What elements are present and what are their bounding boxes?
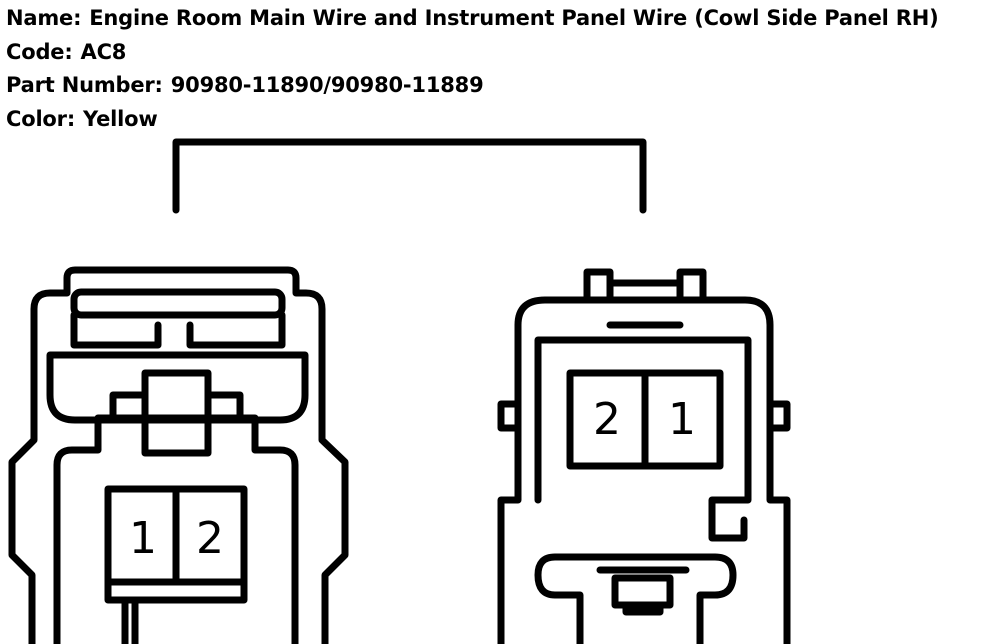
left-connector-lower-housing — [53, 414, 299, 644]
right-connector-right-ear — [766, 400, 791, 432]
code-value: AC8 — [80, 39, 127, 64]
color-value: Yellow — [83, 106, 158, 131]
right-pin-1: 1 — [668, 394, 696, 445]
left-connector-latch — [46, 351, 309, 424]
right-connector — [497, 268, 791, 644]
part-number-label: Part Number: — [6, 73, 163, 97]
right-connector-left-ear — [497, 400, 522, 432]
left-pin-1: 1 — [129, 513, 157, 564]
part-number-value: 90980-11890/90980-11889 — [170, 73, 484, 97]
name-row: Name: Engine Room Main Wire and Instrumen… — [6, 2, 939, 36]
part-number-row: Part Number: 90980-11890/90980-11889 — [6, 69, 939, 103]
left-connector-key-rail — [109, 391, 244, 422]
left-pin-2: 2 — [196, 513, 224, 564]
left-connector-cavity-bottom — [104, 578, 248, 644]
left-connector-body — [8, 266, 349, 644]
right-connector-top-tab-inner — [606, 279, 684, 329]
right-connector-inner-frame — [534, 336, 752, 542]
color-row: Color: Yellow — [6, 103, 939, 137]
left-connector-latch-outline — [70, 288, 286, 319]
connector-link-bracket — [172, 138, 647, 214]
left-connector — [8, 266, 349, 644]
right-connector-lock-notch — [596, 566, 690, 616]
code-row: Code: AC8 — [6, 36, 939, 70]
left-connector-latch-slot-right — [186, 311, 286, 349]
left-connector-latch-slot-left — [70, 311, 162, 349]
right-connector-top-tab — [583, 268, 707, 304]
left-connector-key — [141, 369, 212, 457]
name-label: Name: — [6, 6, 82, 30]
right-connector-body — [497, 296, 791, 644]
code-label: Code: — [6, 39, 73, 64]
name-value: Engine Room Main Wire and Instrument Pan… — [89, 6, 939, 30]
right-pin-2: 2 — [593, 394, 621, 445]
color-label: Color: — [6, 106, 76, 131]
right-connector-lower-lock — [534, 553, 737, 644]
connector-info-header: Name: Engine Room Main Wire and Instrumen… — [6, 2, 939, 136]
